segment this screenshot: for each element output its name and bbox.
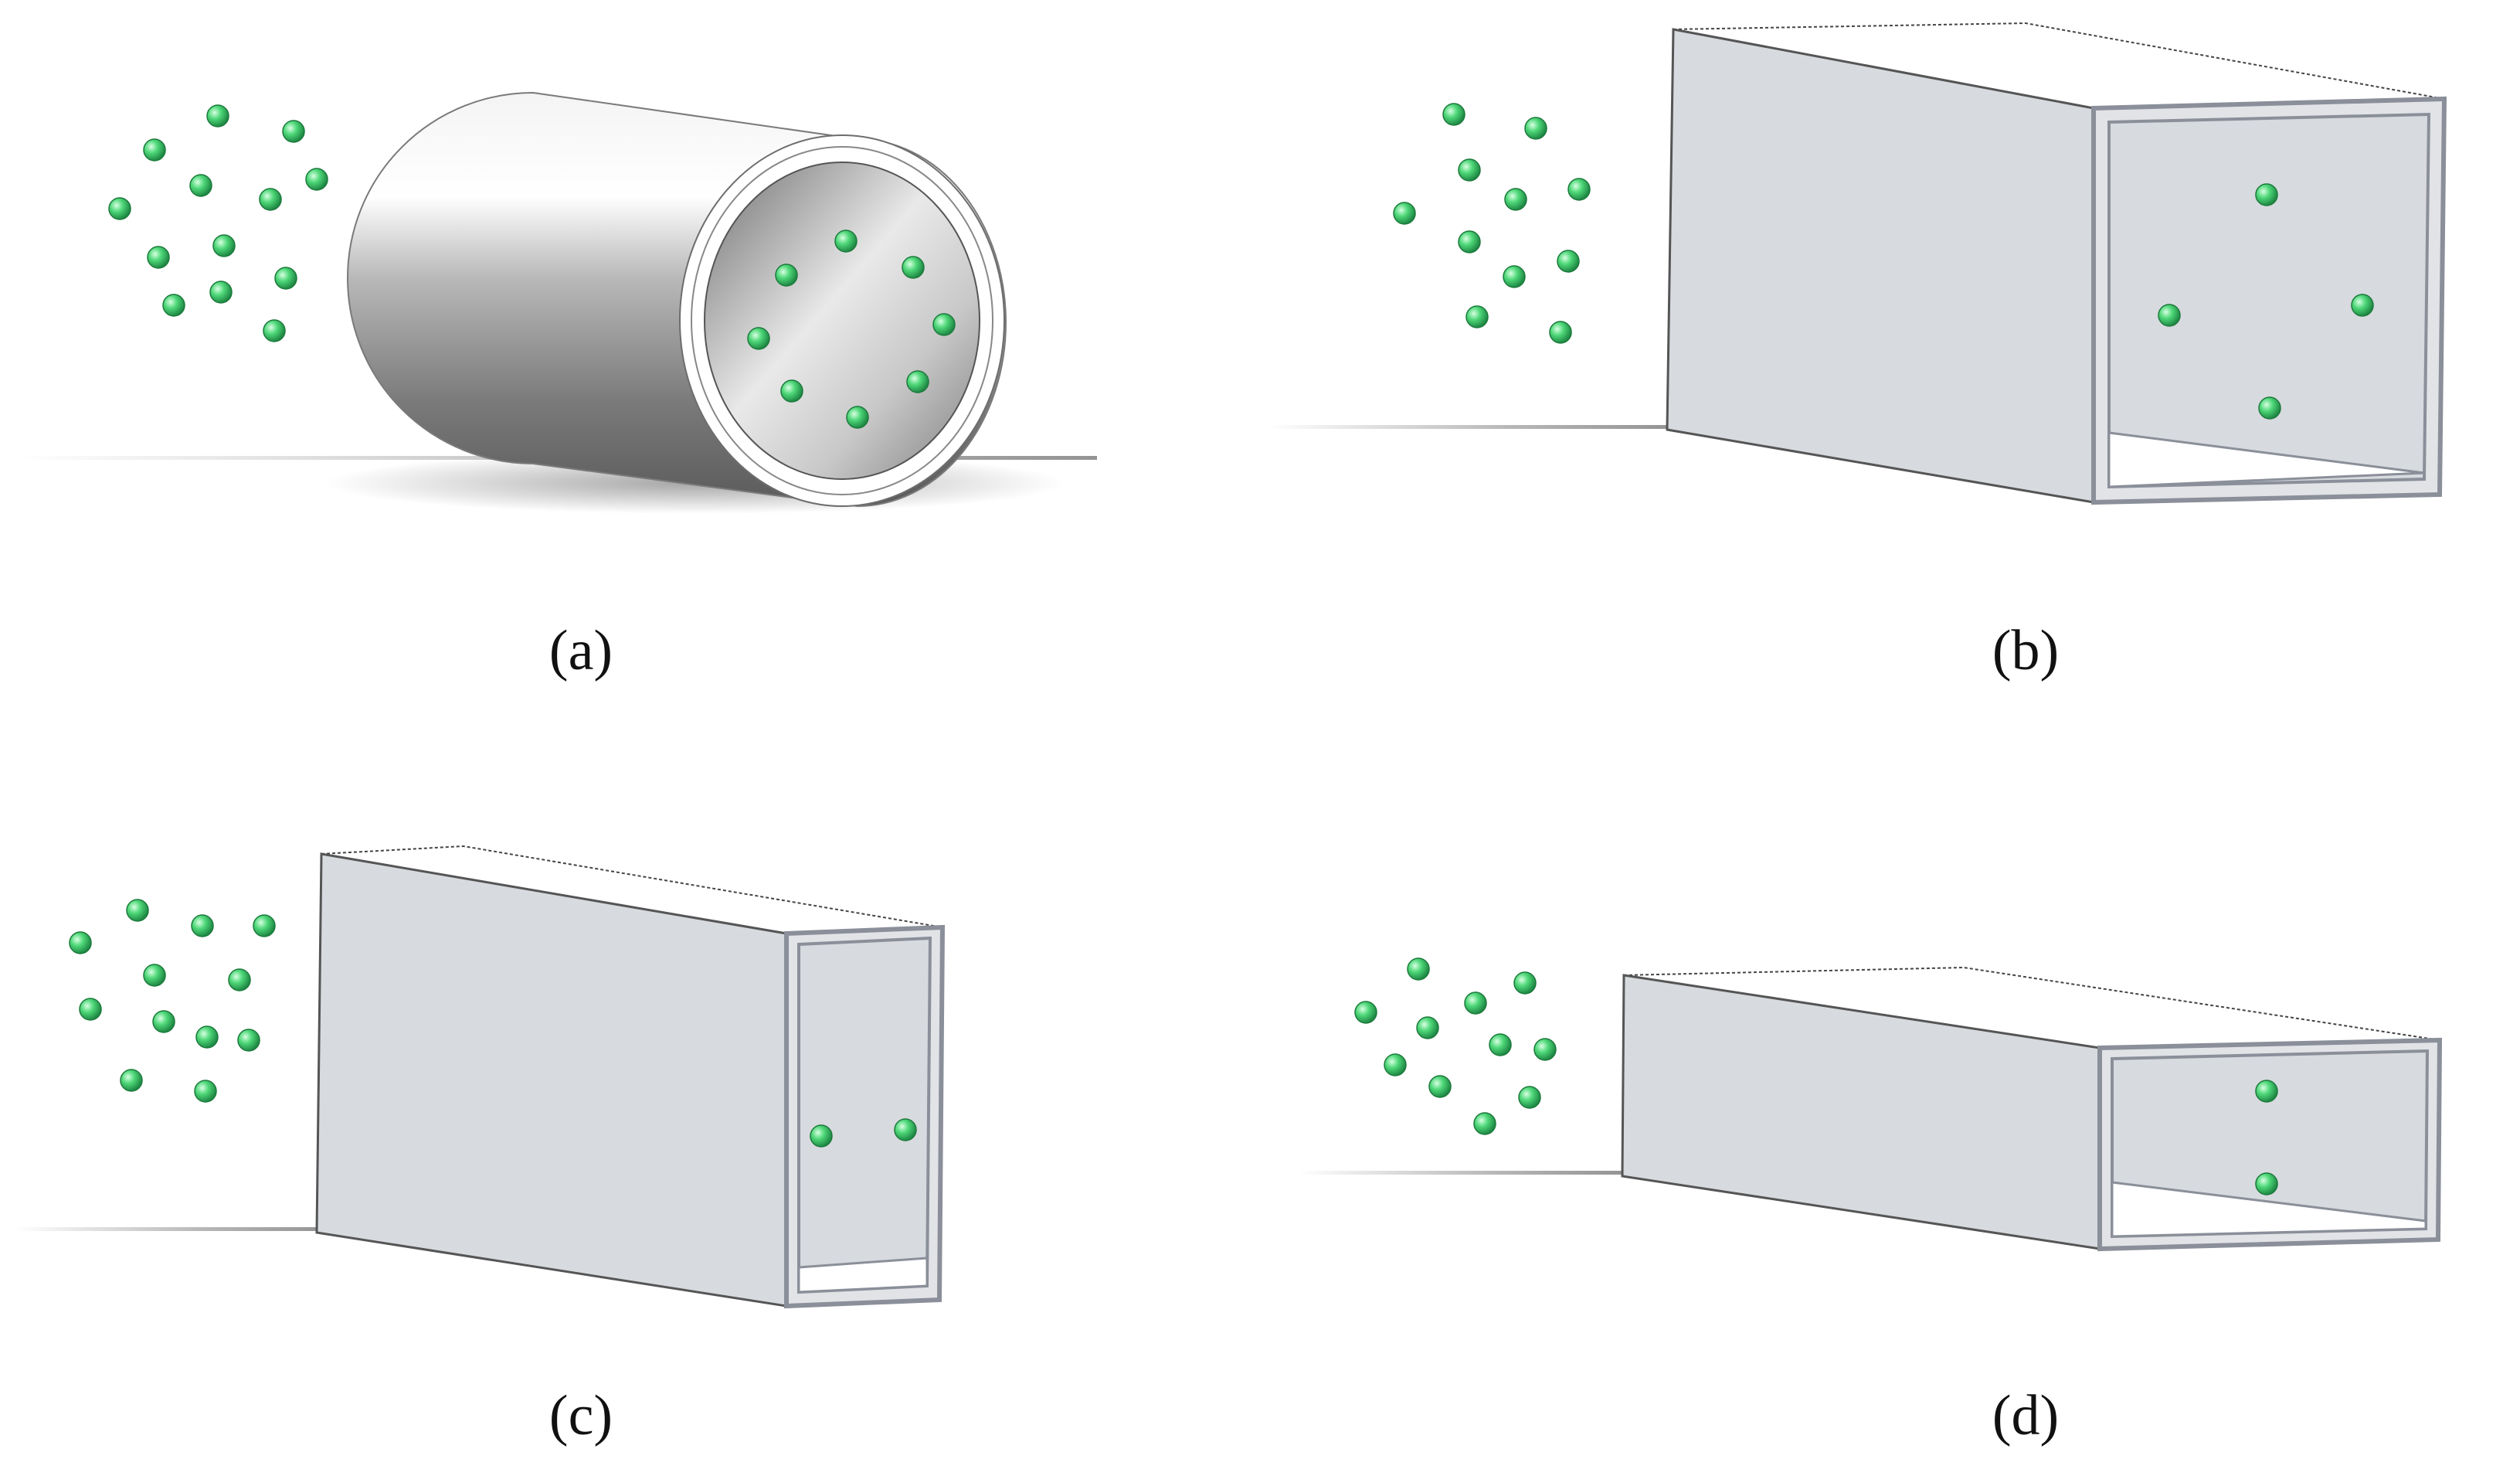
particle-b-outside xyxy=(1458,230,1481,253)
particle-a-outside xyxy=(147,246,170,269)
particle-c-outside xyxy=(195,1025,219,1049)
particle-b-outside xyxy=(1557,250,1580,273)
particle-c-outside xyxy=(120,1069,143,1092)
panel-d-flat-duct-diagram xyxy=(1298,966,2443,1252)
particle-a-outside xyxy=(189,174,212,197)
particle-a-outside xyxy=(274,267,297,290)
particle-a-outside xyxy=(263,319,286,342)
particle-c-outside xyxy=(228,968,251,991)
particle-a-outside xyxy=(108,197,131,220)
particle-b-inside xyxy=(2258,396,2281,420)
particle-b-outside xyxy=(1567,178,1591,201)
particle-c-outside xyxy=(143,964,166,987)
particle-b-outside xyxy=(1504,188,1527,211)
particle-c-outside xyxy=(253,914,276,937)
particle-d-inside xyxy=(2255,1080,2278,1103)
particle-d-inside xyxy=(2255,1172,2278,1195)
floor-shadow-line xyxy=(1267,425,1669,429)
particle-b-inside xyxy=(2255,183,2278,206)
particle-a-inside xyxy=(906,370,929,393)
particle-a-inside xyxy=(846,406,869,429)
particle-a-outside xyxy=(212,234,236,257)
particle-d-outside xyxy=(1513,971,1537,995)
particle-b-outside xyxy=(1393,202,1416,225)
duct-outlet-floor-gap xyxy=(797,1257,929,1294)
duct-side-face xyxy=(315,852,788,1308)
caption-b: (b) xyxy=(1992,619,2060,682)
particle-c-inside xyxy=(810,1124,833,1148)
floor-shadow-line xyxy=(1298,1171,1622,1175)
particle-b-outside xyxy=(1524,117,1547,140)
caption-c: (c) xyxy=(548,1384,613,1447)
particle-a-inside xyxy=(775,264,798,287)
particle-b-outside xyxy=(1465,305,1489,328)
particle-d-outside xyxy=(1384,1053,1407,1076)
caption-d: (d) xyxy=(1992,1384,2060,1447)
duct-outlet-opening xyxy=(797,936,932,1294)
particle-a-inside xyxy=(780,379,803,403)
particle-c-outside xyxy=(237,1029,260,1052)
floor-shadow-line xyxy=(15,1227,324,1231)
particle-b-outside xyxy=(1442,103,1465,126)
particle-b-inside xyxy=(2351,294,2374,317)
particle-d-outside xyxy=(1533,1038,1557,1061)
particle-d-outside xyxy=(1407,957,1430,981)
particle-d-outside xyxy=(1518,1086,1541,1109)
particle-a-outside xyxy=(209,281,233,304)
particle-b-outside xyxy=(1549,321,1572,344)
particle-d-outside xyxy=(1416,1016,1439,1039)
particle-c-outside xyxy=(152,1010,175,1033)
particle-d-outside xyxy=(1464,991,1487,1015)
particle-c-outside xyxy=(79,998,102,1021)
particle-a-outside xyxy=(259,188,282,211)
particles-layer xyxy=(69,103,2374,1195)
duct-outlet-floor-gap xyxy=(2107,431,2425,488)
particle-a-inside xyxy=(902,256,925,279)
particle-d-outside xyxy=(1473,1112,1496,1135)
panel-c-tall-duct-diagram xyxy=(15,845,946,1309)
particle-a-inside xyxy=(747,327,770,350)
particle-c-inside xyxy=(894,1118,917,1141)
tube-rim-inner-edge xyxy=(691,146,993,495)
particle-a-outside xyxy=(206,104,229,128)
caption-a: (a) xyxy=(548,619,613,682)
particle-a-inside xyxy=(834,230,858,253)
duct-outlet-floor-gap xyxy=(2111,1181,2427,1238)
particle-c-outside xyxy=(194,1080,217,1103)
particle-b-outside xyxy=(1503,265,1526,288)
particle-a-outside xyxy=(143,138,166,162)
particle-a-outside xyxy=(305,168,328,191)
tube-bore xyxy=(704,162,980,480)
particle-a-outside xyxy=(162,294,185,317)
particle-b-inside xyxy=(2158,304,2181,327)
particle-b-outside xyxy=(1458,158,1481,182)
duct-outlet-opening xyxy=(2107,112,2431,489)
particle-d-outside xyxy=(1489,1033,1512,1056)
particle-a-outside xyxy=(282,120,305,143)
particle-c-outside xyxy=(69,931,92,954)
panel-b-square-duct-diagram xyxy=(1267,22,2447,505)
particle-a-inside xyxy=(932,313,956,336)
particle-d-outside xyxy=(1428,1075,1452,1098)
panel-a-tube-diagram xyxy=(15,91,1097,514)
particle-c-outside xyxy=(191,914,214,937)
duct-side-face xyxy=(1666,28,2095,504)
particle-d-outside xyxy=(1354,1001,1377,1024)
particle-c-outside xyxy=(126,899,149,922)
